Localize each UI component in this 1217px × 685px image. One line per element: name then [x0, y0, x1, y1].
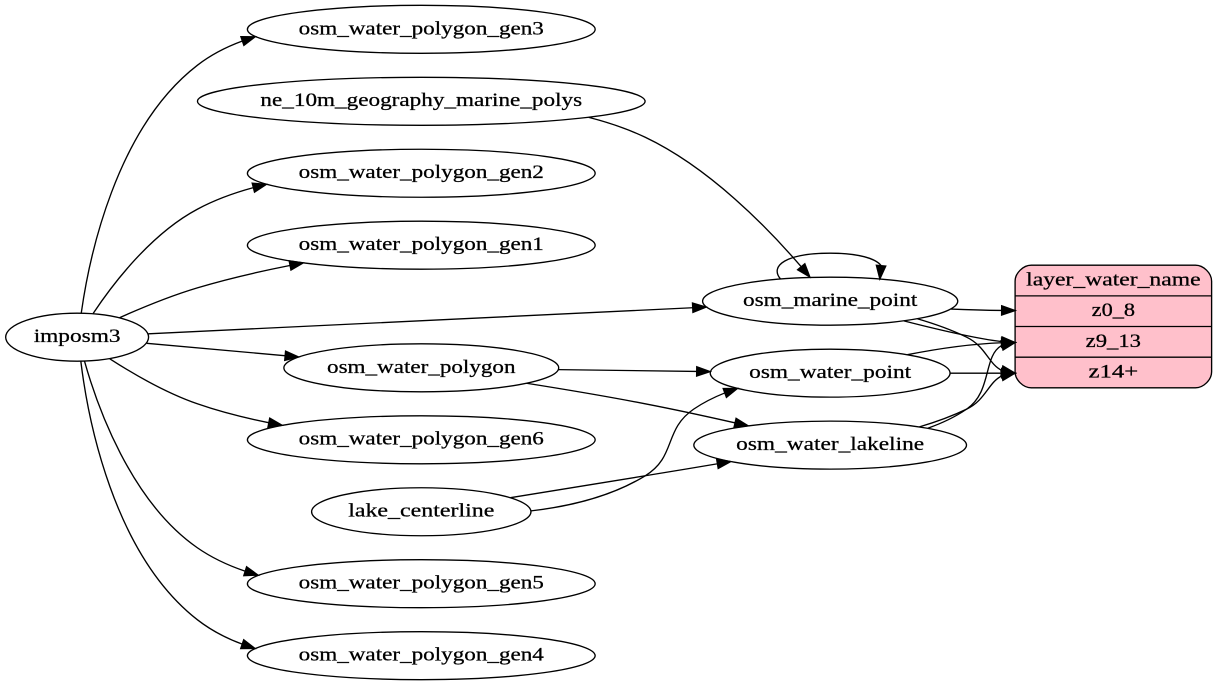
- svg-text:osm_water_lakeline: osm_water_lakeline: [736, 434, 924, 455]
- svg-text:z9_13: z9_13: [1086, 331, 1141, 352]
- svg-text:z0_8: z0_8: [1092, 300, 1135, 321]
- svg-text:osm_water_polygon_gen3: osm_water_polygon_gen3: [299, 18, 544, 39]
- svg-text:imposm3: imposm3: [34, 326, 121, 347]
- svg-text:osm_water_point: osm_water_point: [749, 362, 912, 383]
- svg-text:layer_water_name: layer_water_name: [1026, 270, 1200, 291]
- svg-text:z14+: z14+: [1089, 361, 1139, 382]
- svg-text:osm_water_polygon_gen1: osm_water_polygon_gen1: [299, 234, 544, 255]
- svg-text:ne_10m_geography_marine_polys: ne_10m_geography_marine_polys: [260, 90, 582, 111]
- svg-text:osm_water_polygon_gen2: osm_water_polygon_gen2: [299, 162, 544, 183]
- svg-text:lake_centerline: lake_centerline: [348, 501, 494, 522]
- svg-text:osm_water_polygon_gen4: osm_water_polygon_gen4: [299, 645, 545, 666]
- svg-text:osm_marine_point: osm_marine_point: [743, 290, 918, 311]
- svg-text:osm_water_polygon: osm_water_polygon: [327, 357, 516, 378]
- svg-text:osm_water_polygon_gen6: osm_water_polygon_gen6: [299, 429, 544, 450]
- svg-text:osm_water_polygon_gen5: osm_water_polygon_gen5: [299, 573, 544, 594]
